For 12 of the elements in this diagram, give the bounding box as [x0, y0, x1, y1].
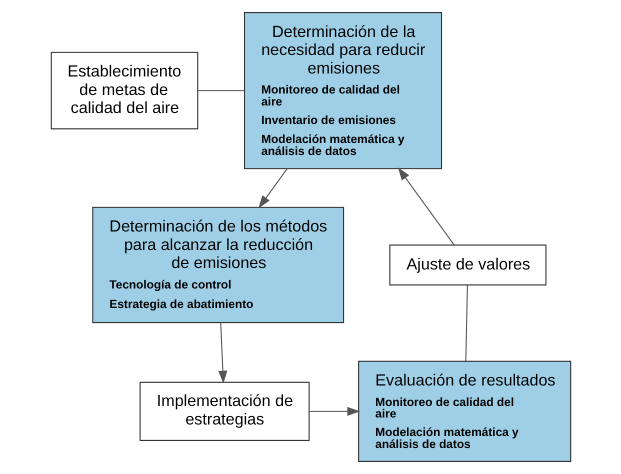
node-box: Implementación de estrategias	[139, 382, 310, 441]
arrow	[308, 406, 360, 416]
arrow	[218, 322, 227, 384]
node-box: Determinación de los métodos para alcanzar la reducción de emisiones Tecnología de control Estrategia de abatimiento	[92, 206, 344, 324]
arrow	[397, 167, 454, 246]
node-box: Ajuste de valores	[388, 244, 546, 286]
node-box: Determinación de la necesidad para reducir emisiones Monitoreo de calidad del aire Inventario de emisiones Modelación matemática y análisis de datos	[244, 12, 442, 170]
node-box: Establecimiento de metas de calidad del aire	[50, 52, 198, 130]
connector	[464, 284, 468, 362]
node-box: Evaluación de resultados Monitoreo de calidad del aire Modelación matemática y análisis de datos	[358, 360, 571, 462]
connector	[197, 90, 244, 92]
arrow	[258, 168, 288, 208]
